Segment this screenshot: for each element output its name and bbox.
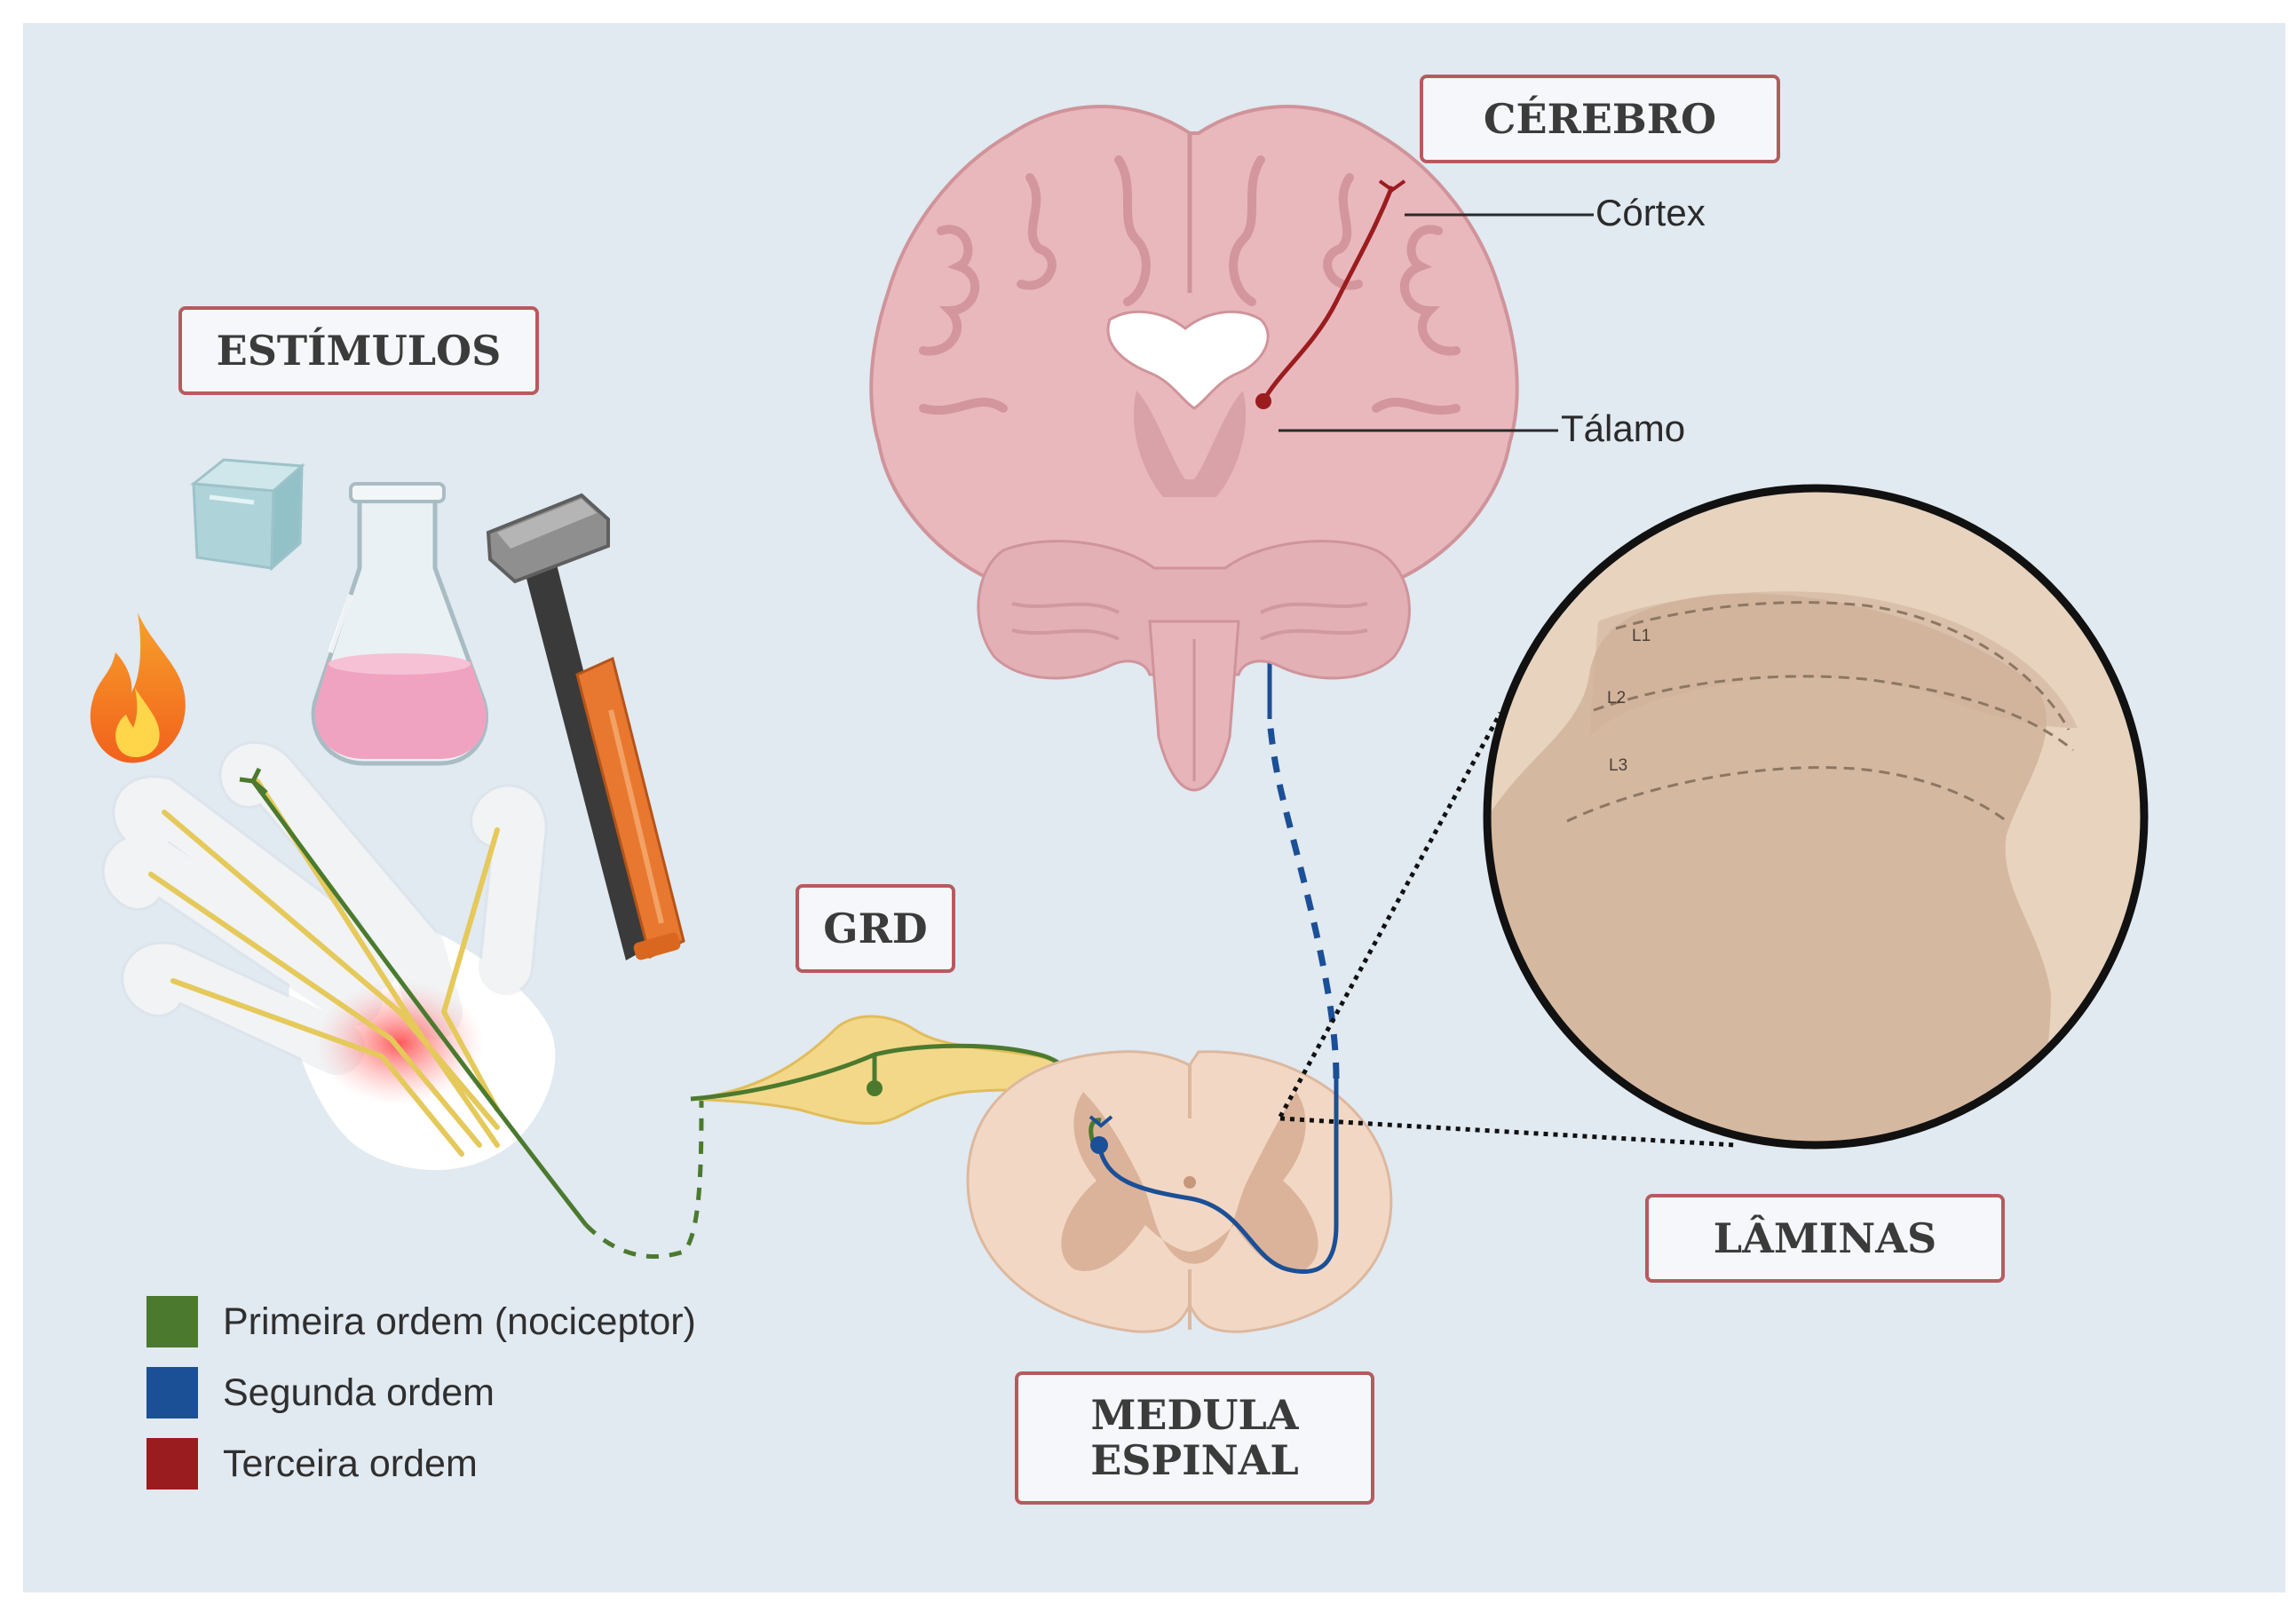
lamina-label-1: L1 <box>1632 627 1651 646</box>
grd-title: GRD <box>796 884 955 973</box>
ice-cube-icon <box>194 460 302 568</box>
legend-label: Segunda ordem <box>223 1371 495 1415</box>
laminae-zoom-circle <box>1474 479 2166 1154</box>
flask-icon <box>313 484 486 763</box>
legend-item-third-order: Terceira ordem <box>146 1438 696 1490</box>
legend-swatch <box>146 1367 198 1418</box>
laminas-title: LÂMINAS <box>1645 1194 2005 1283</box>
talamo-label: Tálamo <box>1561 407 1685 450</box>
spinal-cord-icon <box>968 1052 1391 1332</box>
legend-item-second-order: Segunda ordem <box>146 1367 696 1418</box>
medula-espinal-title: MEDULA ESPINAL <box>1015 1371 1374 1505</box>
legend-label: Terceira ordem <box>223 1442 478 1486</box>
cortex-label: Córtex <box>1595 192 1706 234</box>
legend-swatch <box>146 1438 198 1490</box>
legend-item-first-order: Primeira ordem (nociceptor) <box>146 1296 696 1347</box>
lamina-label-2: L2 <box>1607 689 1626 708</box>
estimulos-title: ESTÍMULOS <box>178 306 539 395</box>
hand-icon <box>130 769 556 1170</box>
legend-swatch <box>146 1296 198 1347</box>
flame-icon <box>91 612 186 763</box>
cerebro-title: CÉREBRO <box>1420 75 1780 163</box>
legend-label: Primeira ordem (nociceptor) <box>223 1300 696 1344</box>
brain-icon <box>871 107 1516 790</box>
lamina-label-3: L3 <box>1609 756 1627 776</box>
legend: Primeira ordem (nociceptor) Segunda orde… <box>146 1296 696 1509</box>
